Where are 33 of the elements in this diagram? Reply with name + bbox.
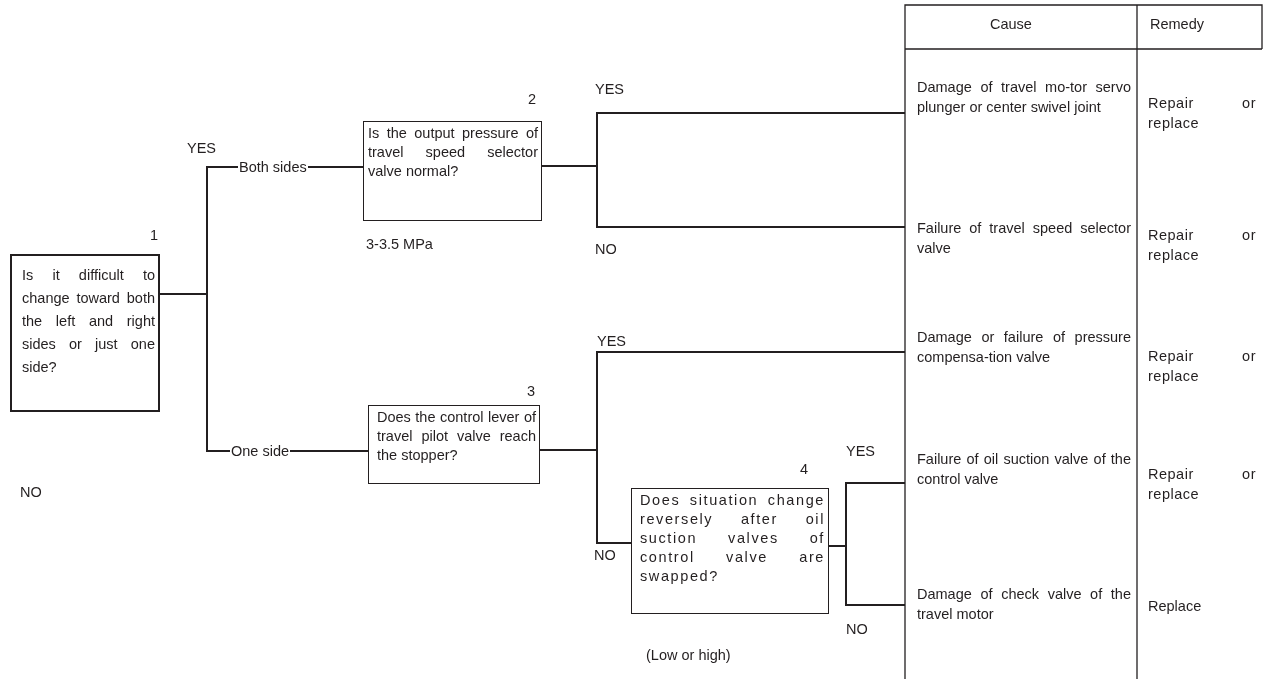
question-box: Does situation change reversely after oil suction valves of control valve are swapped?: [631, 488, 829, 614]
question-box: Does the control lever of travel pilot valve reach the stopper?: [368, 405, 540, 484]
cause-text: Failure of oil suction valve of the control valve: [905, 420, 1137, 555]
cause-text: Failure of travel speed selector valve: [905, 185, 1137, 300]
branch-label: NO: [594, 546, 616, 564]
branch-label: NO: [846, 620, 868, 638]
question-box: Is the output pressure of travel speed selector valve normal?: [363, 121, 542, 221]
remedy-text: Replace: [1148, 597, 1202, 615]
remedy-text: Repair or replace: [1148, 347, 1256, 386]
note-text: (Low or high): [646, 646, 731, 664]
connector-line: [539, 449, 632, 544]
step-number: 2: [528, 90, 537, 108]
step-number: 1: [150, 226, 159, 244]
step-number: 4: [800, 460, 809, 478]
branch-label: YES: [187, 139, 216, 157]
remedy-text: Repair or replace: [1148, 465, 1256, 504]
step-number: 3: [527, 382, 536, 400]
remedy-text: Repair or replace: [1148, 226, 1256, 265]
column-header: Remedy: [1150, 15, 1204, 33]
branch-label: YES: [846, 442, 875, 460]
question-box: Is it difficult to change toward both the left and right sides or just one side?: [10, 254, 160, 412]
remedy-text: Repair or replace: [1148, 94, 1256, 133]
column-header: Cause: [990, 15, 1032, 33]
branch-label: NO: [595, 240, 617, 258]
branch-label: YES: [595, 80, 624, 98]
connector-line: [828, 545, 906, 606]
cause-text: Damage of check valve of the travel motor: [905, 555, 1137, 679]
branch-label: NO: [20, 483, 42, 501]
note-text: 3-3.5 MPa: [366, 235, 433, 253]
connector-line: [541, 165, 906, 228]
cause-text: Damage or failure of pressure compensa-tion valve: [905, 300, 1137, 420]
cause-text: Damage of travel mo-tor servo plunger or center swivel joint: [905, 49, 1137, 185]
branch-label: YES: [597, 332, 626, 350]
